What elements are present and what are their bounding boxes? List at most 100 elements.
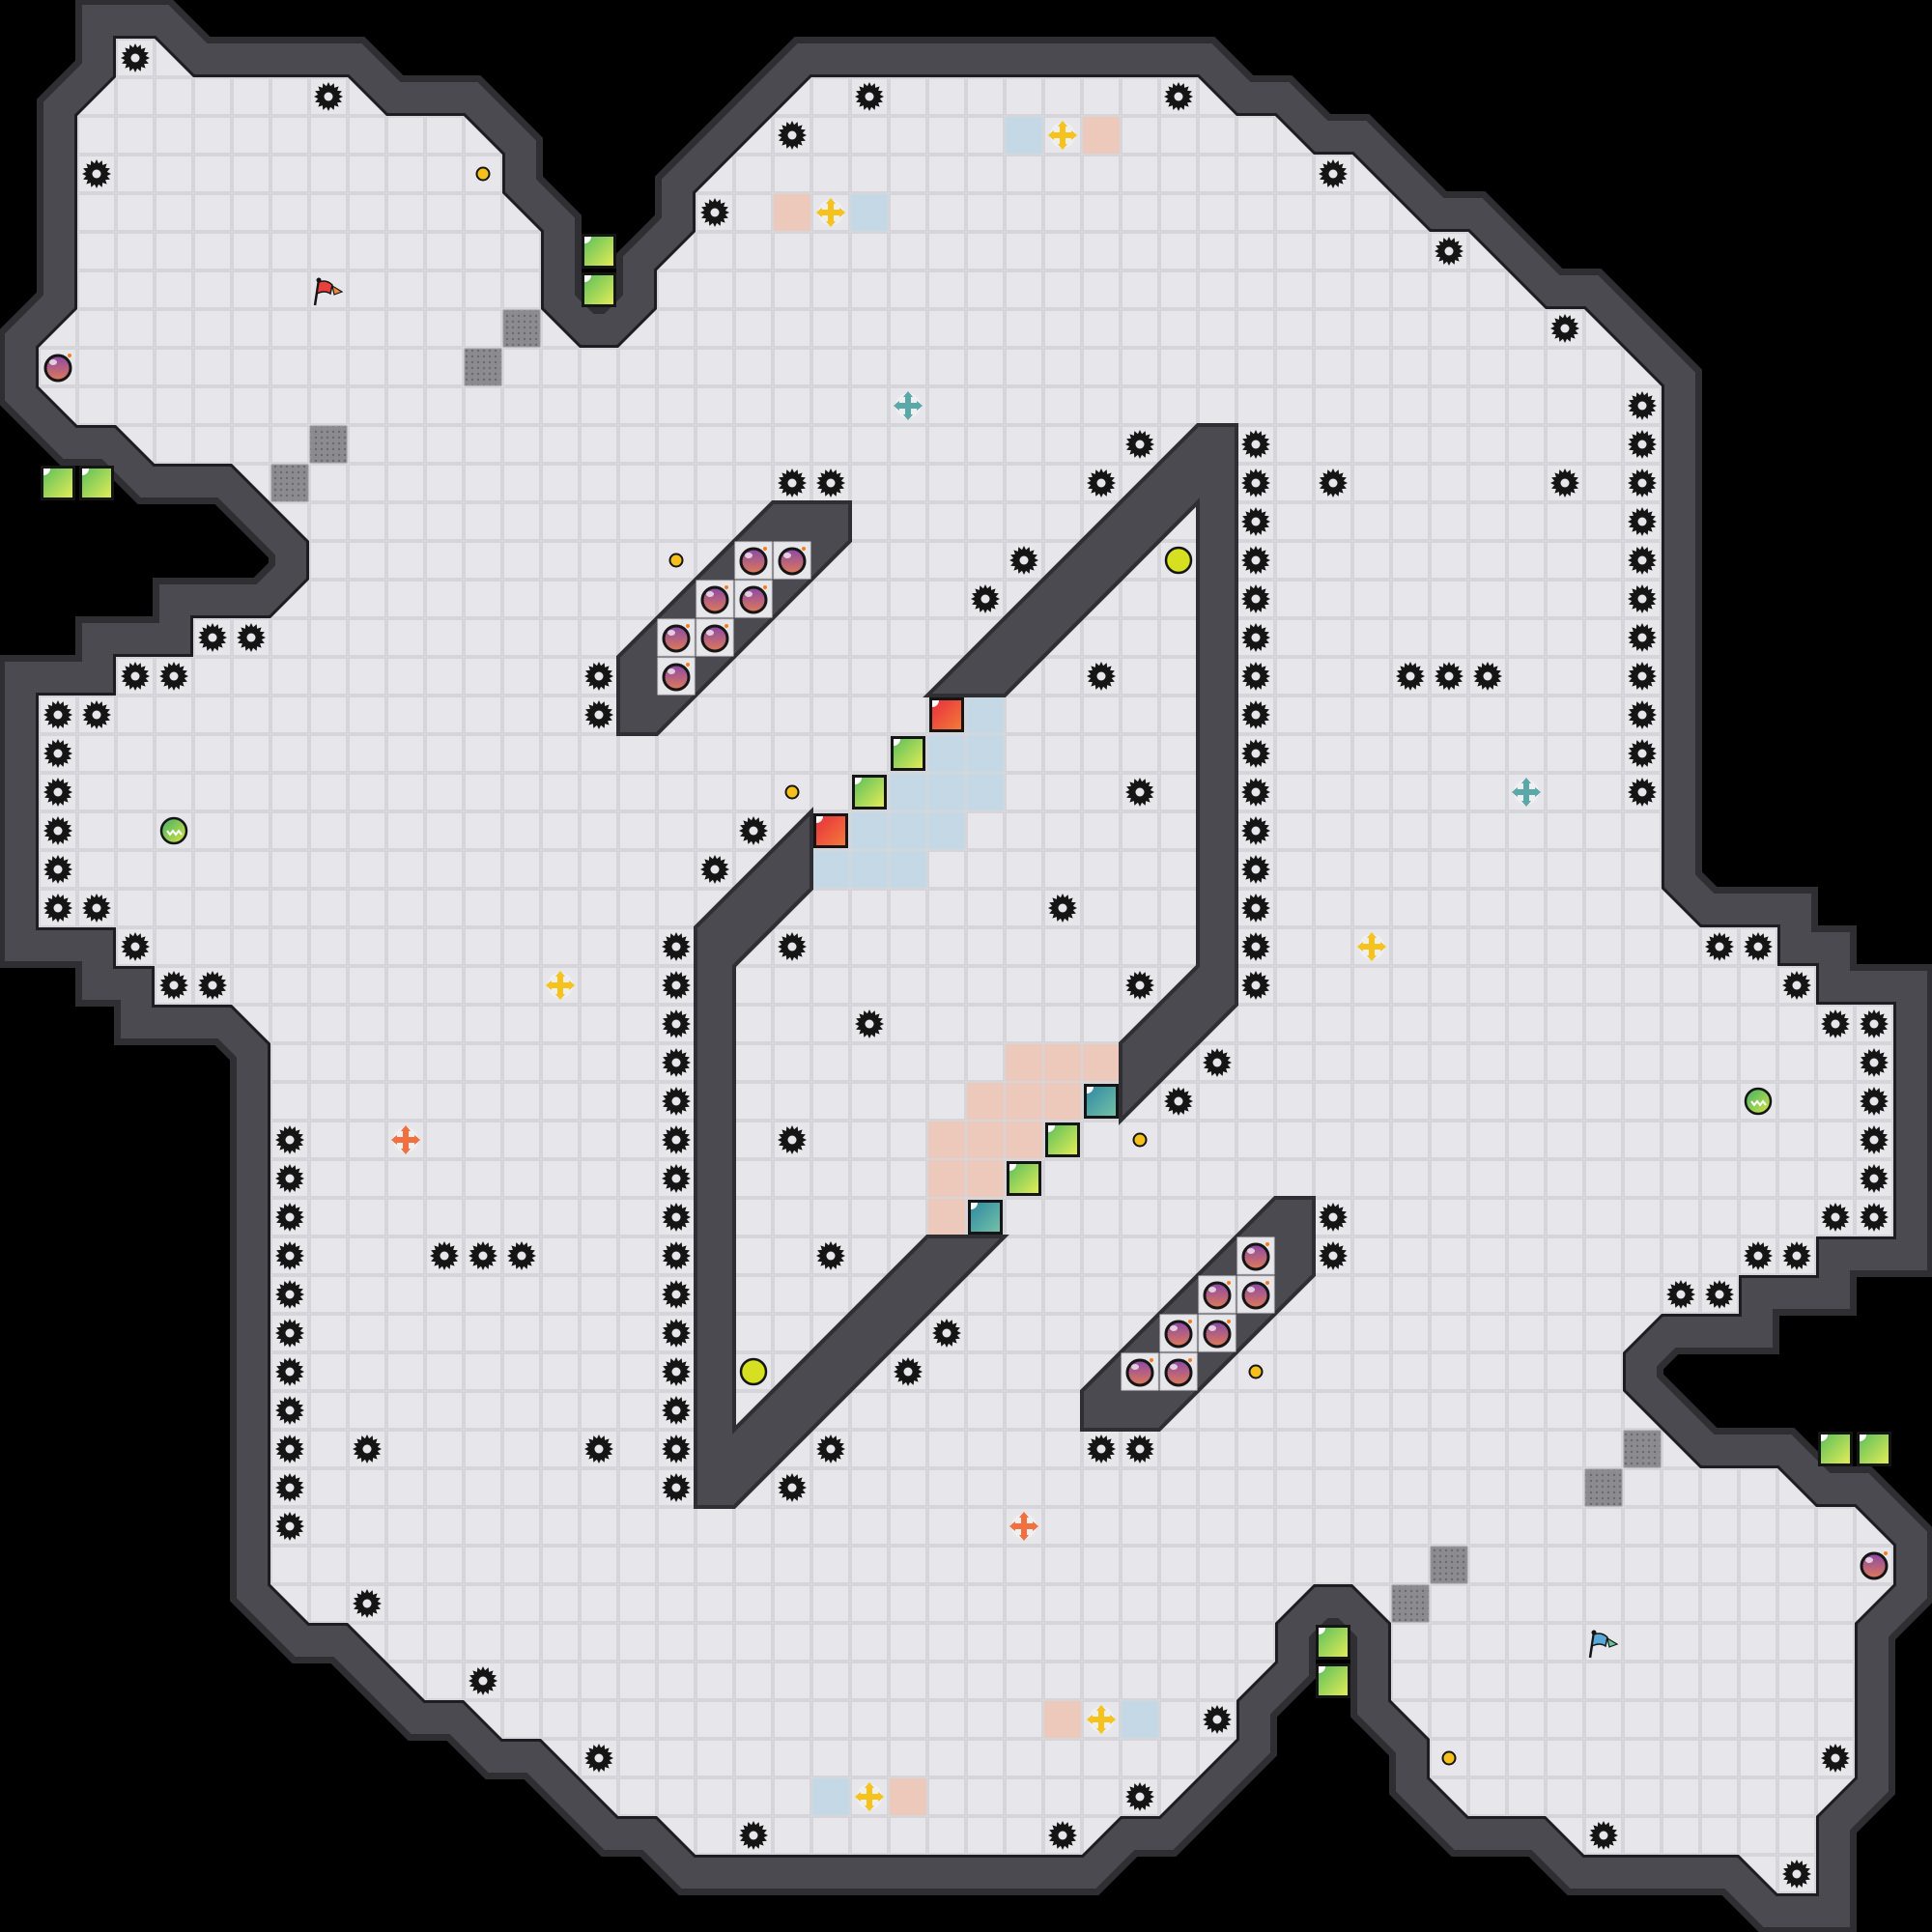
spike-gear-icon xyxy=(43,855,72,884)
spike-gear-icon xyxy=(662,1435,691,1463)
spike-gear-icon xyxy=(159,662,188,691)
peach-zone-tile xyxy=(928,1199,965,1236)
spike-gear-icon xyxy=(1628,623,1657,652)
teal-block xyxy=(968,1200,1003,1235)
coin-icon xyxy=(1132,1132,1148,1148)
spike-gear-icon xyxy=(1744,932,1773,961)
yellow-pusher-icon xyxy=(855,1782,884,1811)
spike-gear-icon xyxy=(662,1396,691,1425)
spike-gear-icon xyxy=(1782,1860,1811,1889)
grate-tile xyxy=(1391,1584,1430,1623)
spike-gear-icon xyxy=(662,1048,691,1077)
spike-gear-icon xyxy=(1241,430,1270,459)
spike-gear-icon xyxy=(1628,584,1657,613)
bomb-icon xyxy=(1203,1320,1232,1349)
spike-gear-icon xyxy=(1087,1435,1116,1463)
spike-gear-icon xyxy=(1860,1009,1889,1038)
spike-gear-icon xyxy=(121,932,150,961)
spike-gear-icon xyxy=(121,43,150,72)
spike-gear-icon xyxy=(1860,1087,1889,1116)
spike-gear-icon xyxy=(1125,1435,1154,1463)
spike-gear-icon xyxy=(662,1473,691,1502)
blue-zone-tile xyxy=(928,812,965,849)
spike-gear-icon xyxy=(1048,1821,1077,1850)
spike-gear-icon xyxy=(1550,469,1579,497)
spike-gear-icon xyxy=(1241,662,1270,691)
spike-gear-icon xyxy=(662,1164,691,1193)
floor-tiles xyxy=(39,39,1893,1893)
spike-gear-icon xyxy=(1705,932,1734,961)
yellow-pusher-icon xyxy=(1087,1705,1116,1734)
grate-tile xyxy=(1430,1546,1468,1584)
grate-tile xyxy=(270,464,309,502)
spike-gear-icon xyxy=(1821,1203,1850,1232)
peach-zone-tile xyxy=(1044,1701,1081,1738)
spike-gear-icon xyxy=(778,932,807,961)
spike-gear-icon xyxy=(1705,1280,1734,1309)
bomb-icon xyxy=(700,585,729,614)
spike-gear-icon xyxy=(971,584,1000,613)
spike-gear-icon xyxy=(1550,314,1579,343)
spike-gear-icon xyxy=(855,82,884,111)
spike-gear-icon xyxy=(1125,778,1154,807)
spike-gear-icon xyxy=(1241,855,1270,884)
spike-gear-icon xyxy=(1860,1125,1889,1154)
spike-gear-icon xyxy=(1125,971,1154,1000)
spike-gear-icon xyxy=(1048,894,1077,923)
spike-gear-icon xyxy=(275,1357,304,1386)
bomb-icon xyxy=(43,354,72,383)
lime-orb-icon xyxy=(739,1357,768,1386)
spike-gear-icon xyxy=(584,700,613,729)
spike-gear-icon xyxy=(662,1087,691,1116)
spike-gear-icon xyxy=(662,1125,691,1154)
spike-gear-icon xyxy=(1628,739,1657,768)
spike-gear-icon xyxy=(1164,82,1193,111)
spike-gear-icon xyxy=(43,894,72,923)
spike-gear-icon xyxy=(237,623,266,652)
green-block xyxy=(582,272,616,307)
spike-gear-icon xyxy=(1628,778,1657,807)
spike-gear-icon xyxy=(662,1280,691,1309)
spike-gear-icon xyxy=(739,816,768,845)
green-block xyxy=(891,736,925,771)
spike-gear-icon xyxy=(1241,623,1270,652)
peach-zone-tile xyxy=(1044,1083,1081,1120)
spike-gear-icon xyxy=(1203,1048,1232,1077)
bomb-icon xyxy=(662,624,691,653)
peach-zone-tile xyxy=(1083,117,1120,154)
spike-gear-icon xyxy=(700,198,729,227)
bomb-icon xyxy=(1241,1281,1270,1310)
bomb-icon xyxy=(1164,1320,1193,1349)
spike-gear-icon xyxy=(198,971,227,1000)
spike-gear-icon xyxy=(662,932,691,961)
diagonal-wall-right xyxy=(923,423,1238,1125)
spike-gear-icon xyxy=(43,816,72,845)
spike-gear-icon xyxy=(778,1473,807,1502)
green-block xyxy=(79,466,114,500)
spike-gear-icon xyxy=(584,1435,613,1463)
teal-pusher-icon xyxy=(1512,778,1541,807)
spike-gear-icon xyxy=(275,1241,304,1270)
yellow-pusher-icon xyxy=(546,971,575,1000)
spike-gear-icon xyxy=(1821,1744,1850,1773)
spike-gear-icon xyxy=(1087,662,1116,691)
spike-gear-icon xyxy=(894,1357,923,1386)
spike-gear-icon xyxy=(1744,1241,1773,1270)
spike-gear-icon xyxy=(816,469,845,497)
spike-gear-icon xyxy=(198,623,227,652)
spike-gear-icon xyxy=(1241,932,1270,961)
spike-gear-icon xyxy=(1628,507,1657,536)
yellow-pusher-icon xyxy=(1357,932,1386,961)
peach-zone-tile xyxy=(1006,1044,1042,1081)
spike-gear-icon xyxy=(662,1203,691,1232)
spike-gear-icon xyxy=(507,1241,536,1270)
spike-gear-icon xyxy=(1241,739,1270,768)
spike-gear-icon xyxy=(1241,584,1270,613)
blue-zone-tile xyxy=(851,812,888,849)
coin-icon xyxy=(668,553,684,568)
green-block xyxy=(1818,1432,1853,1466)
spike-gear-icon xyxy=(1241,816,1270,845)
spike-gear-icon xyxy=(1589,1821,1618,1850)
spike-gear-icon xyxy=(1628,430,1657,459)
peach-zone-tile xyxy=(774,194,810,231)
